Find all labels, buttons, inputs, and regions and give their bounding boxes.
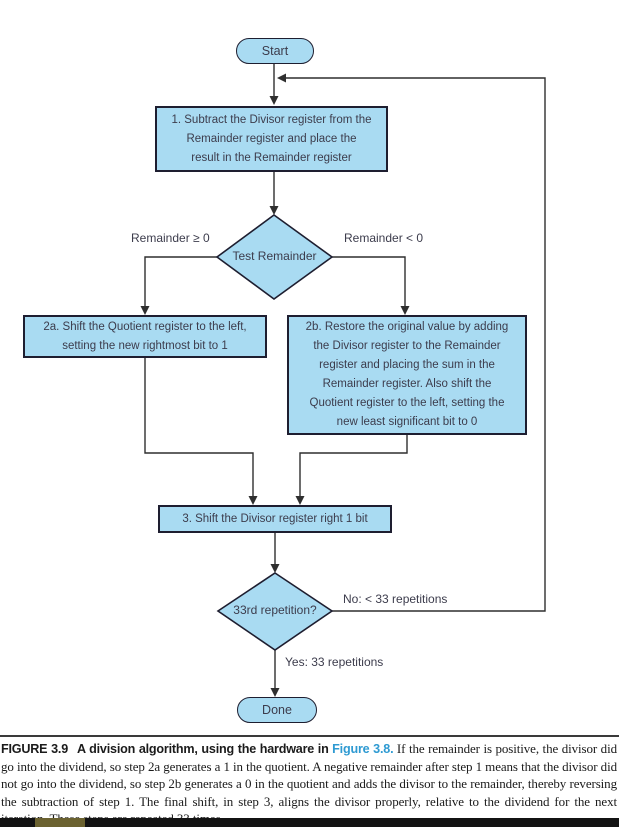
division-flowchart: Start 1. Subtract the Divisor register f… [23,38,546,723]
figure-cross-reference-link[interactable]: Figure 3.8. [332,742,394,756]
figure-caption: FIGURE 3.9 A division algorithm, using th… [1,740,617,827]
caption-divider [0,735,619,737]
arrowheads [140,73,410,697]
step1-box: 1. Subtract the Divisor register from th… [155,106,388,172]
decision-diamond-test-remainder [215,214,334,300]
decision-diamond-33rd-repetition [216,572,334,651]
yes-branch-label: Yes: 33 repetitions [285,655,384,669]
repetition-test-label: 33rd repetition? [233,603,317,617]
next-section-accent [35,818,85,827]
branch-remainder-lt0-label: Remainder < 0 [344,231,424,245]
figure-title: A division algorithm, using the hardware… [77,742,329,756]
branch-remainder-ge0-label: Remainder ≥ 0 [131,231,210,245]
start-terminal: Start [236,38,314,64]
step2b-box: 2b. Restore the original value by adding… [287,315,527,435]
flow-connectors [140,63,546,697]
test-remainder-label: Test Remainder [232,249,317,263]
step3-box: 3. Shift the Divisor register right 1 bi… [158,505,392,533]
done-terminal: Done [237,697,317,723]
figure-number: FIGURE 3.9 [1,742,68,756]
next-section-edge [0,818,619,827]
step2a-box: 2a. Shift the Quotient register to the l… [23,315,267,358]
no-branch-label: No: < 33 repetitions [343,592,448,606]
